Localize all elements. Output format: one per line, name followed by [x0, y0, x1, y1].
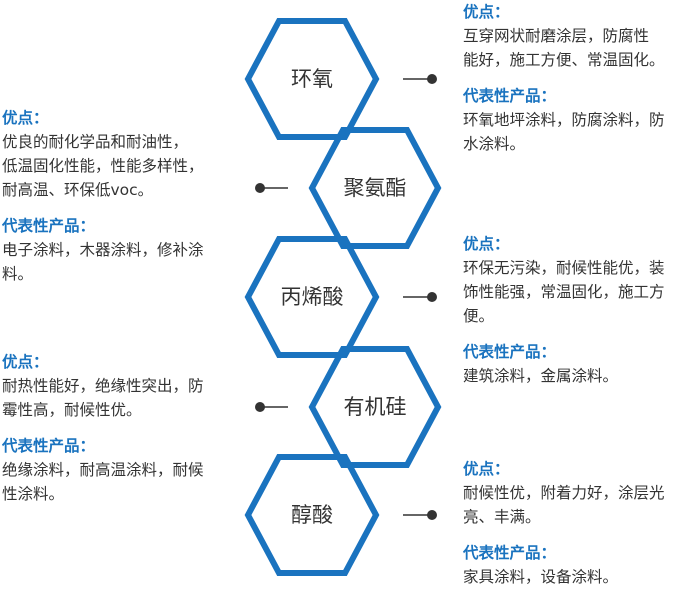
hexagon-silicone: 有机硅 — [308, 346, 442, 468]
products-line: 环氧地坪涂料，防腐涂料，防 — [463, 111, 665, 129]
hexagon-polyurethane: 聚氨酯 — [308, 127, 442, 249]
advantages-line: 低温固化性能，性能多样性， — [2, 157, 204, 175]
advantages-heading: 优点： — [2, 353, 49, 371]
info-block-silicone: 优点： 耐热性能好，绝缘性突出，防 霉性高，耐候性优。 代表性产品： 绝缘涂料，… — [2, 350, 234, 506]
advantages-heading: 优点： — [2, 109, 49, 127]
connector-acrylic — [403, 292, 437, 302]
advantages-line: 耐高温、环保低voc。 — [2, 181, 154, 199]
hexagon-label-epoxy: 环氧 — [291, 67, 333, 91]
hexagon-label-silicone: 有机硅 — [344, 395, 407, 419]
info-block-epoxy: 优点： 互穿网状耐磨涂层，防腐性 能好，施工方便、常温固化。 代表性产品： 环氧… — [463, 0, 688, 156]
advantages-line: 优良的耐化学品和耐油性， — [2, 133, 189, 151]
advantages-line: 耐热性能好，绝缘性突出，防 — [2, 377, 204, 395]
advantages-line: 互穿网状耐磨涂层，防腐性 — [463, 27, 650, 45]
products-line: 建筑涂料，金属涂料。 — [463, 367, 619, 385]
products-line: 性涂料。 — [2, 485, 65, 503]
products-heading: 代表性产品： — [463, 544, 557, 562]
products-heading: 代表性产品： — [463, 87, 557, 105]
products-line: 水涂料。 — [463, 135, 526, 153]
products-line: 家具涂料，设备涂料。 — [463, 568, 619, 586]
advantages-heading: 优点： — [463, 460, 510, 478]
advantages-line: 能好，施工方便、常温固化。 — [463, 51, 665, 69]
hexagon-alkyd: 醇酸 — [244, 454, 380, 576]
connector-silicone — [255, 402, 288, 412]
info-block-alkyd: 优点： 耐候性优，附着力好，涂层光 亮、丰满。 代表性产品： 家具涂料，设备涂料… — [463, 457, 688, 589]
connector-epoxy — [403, 74, 437, 84]
info-block-polyurethane: 优点： 优良的耐化学品和耐油性， 低温固化性能，性能多样性， 耐高温、环保低vo… — [2, 106, 234, 286]
hexagon-label-polyurethane: 聚氨酯 — [344, 176, 407, 200]
advantages-heading: 优点： — [463, 235, 510, 253]
products-heading: 代表性产品： — [2, 437, 96, 455]
advantages-heading: 优点： — [463, 3, 510, 21]
hexagon-acrylic: 丙烯酸 — [244, 236, 380, 358]
advantages-line: 耐候性优，附着力好，涂层光 — [463, 484, 665, 502]
advantages-line: 便。 — [463, 307, 495, 325]
advantages-line: 环保无污染，耐候性能优，装 — [463, 259, 665, 277]
hexagon-label-alkyd: 醇酸 — [291, 503, 333, 527]
advantages-line: 亮、丰满。 — [463, 508, 541, 526]
connector-polyurethane — [255, 183, 288, 193]
hexagon-label-acrylic: 丙烯酸 — [281, 285, 344, 309]
products-heading: 代表性产品： — [2, 217, 96, 235]
connector-alkyd — [403, 510, 437, 520]
products-line: 料。 — [2, 265, 34, 283]
products-heading: 代表性产品： — [463, 343, 557, 361]
products-line: 电子涂料，木器涂料，修补涂 — [2, 241, 204, 259]
info-block-acrylic: 优点： 环保无污染，耐候性能优，装 饰性能强，常温固化，施工方 便。 代表性产品… — [463, 232, 688, 388]
advantages-line: 饰性能强，常温固化，施工方 — [463, 283, 665, 301]
hexagon-epoxy: 环氧 — [244, 18, 380, 140]
advantages-line: 霉性高，耐候性优。 — [2, 401, 142, 419]
products-line: 绝缘涂料，耐高温涂料，耐候 — [2, 461, 204, 479]
